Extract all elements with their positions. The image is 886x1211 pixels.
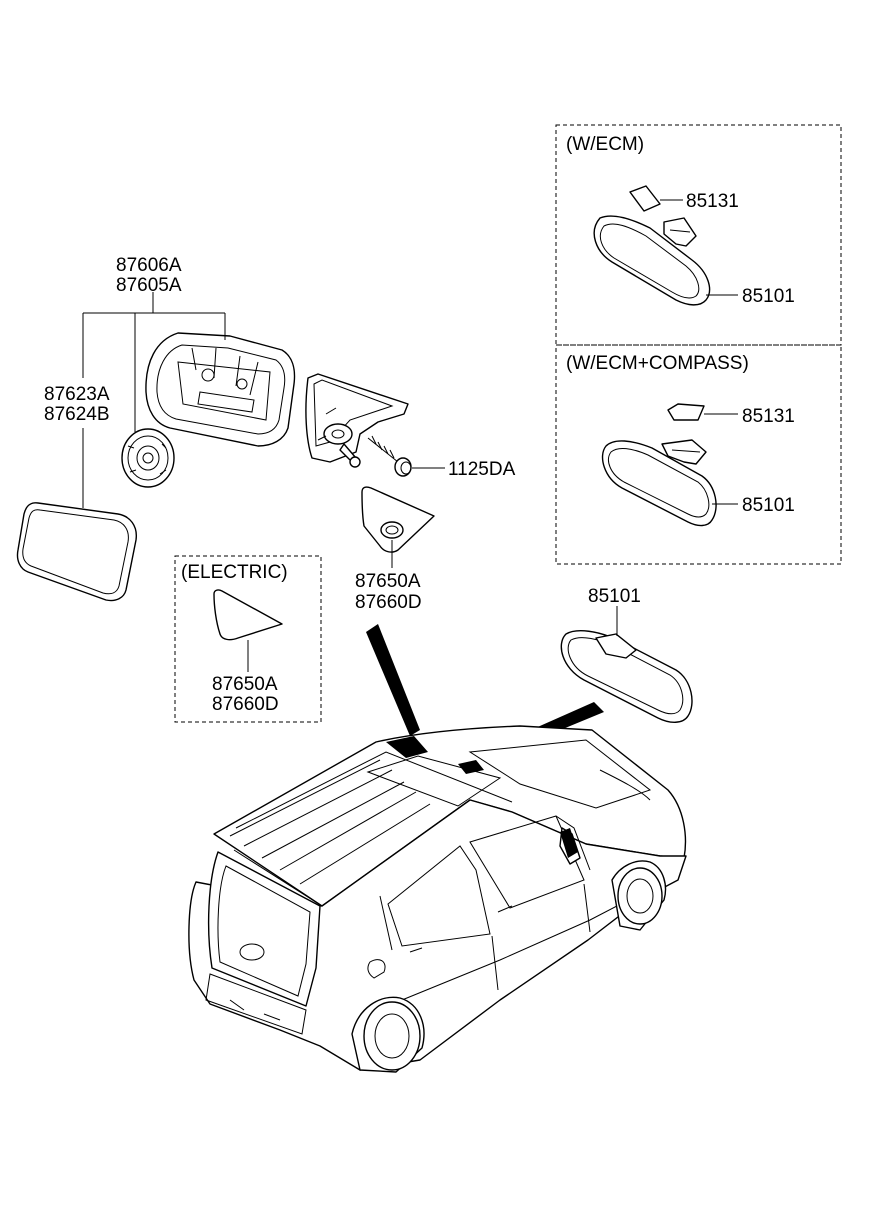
compass-inside-mirror — [601, 439, 717, 527]
compass-mirror-cover — [667, 403, 705, 421]
label-87606a: 87606A — [116, 255, 182, 276]
mirror-glass — [16, 502, 137, 602]
leader-mirror-assy — [82, 292, 226, 508]
label-87624b: 87624B — [44, 404, 110, 425]
ecm-compass-option-box — [555, 344, 842, 565]
label-electric-87660d: 87660D — [212, 694, 279, 715]
label-ecm-85101: 85101 — [742, 286, 795, 307]
label-87650a: 87650A — [355, 571, 421, 592]
label-inside-85101: 85101 — [588, 586, 641, 607]
standard-inside-mirror — [560, 630, 693, 723]
label-ecm-85131: 85131 — [686, 191, 739, 212]
label-compass-85101: 85101 — [742, 495, 795, 516]
screw-1125da — [367, 435, 412, 477]
ecm-box-title: (W/ECM) — [566, 134, 644, 155]
label-87605a: 87605A — [116, 275, 182, 296]
mirror-actuator — [121, 428, 175, 488]
electric-delta-cover — [213, 589, 283, 641]
ecm-compass-box-title: (W/ECM+COMPASS) — [566, 353, 749, 374]
label-compass-85131: 85131 — [742, 406, 795, 427]
outside-mirror-housing — [145, 332, 296, 447]
mirror-base-bracket — [305, 373, 409, 468]
ecm-inside-mirror — [593, 215, 711, 306]
pointer-arrow-outside-mirror — [366, 624, 420, 736]
electric-box-title: (ELECTRIC) — [181, 562, 288, 583]
label-1125da: 1125DA — [448, 459, 516, 480]
vehicle-illustration — [188, 725, 687, 1073]
label-87623a: 87623A — [44, 384, 110, 405]
electric-option-box — [174, 555, 322, 723]
label-87660d: 87660D — [355, 592, 422, 613]
label-electric-87650a: 87650A — [212, 674, 278, 695]
ecm-mirror-cover — [629, 185, 661, 212]
delta-cover — [361, 486, 435, 553]
